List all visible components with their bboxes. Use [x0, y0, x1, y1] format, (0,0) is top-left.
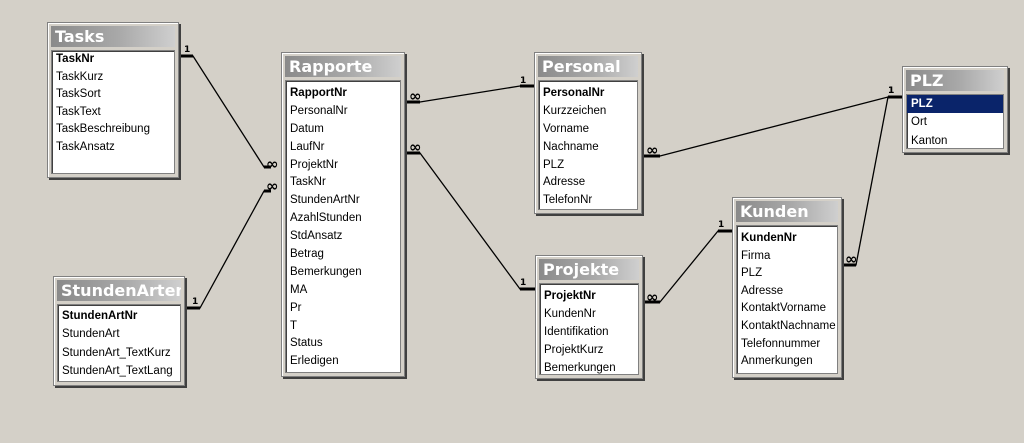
table-title[interactable]: Tasks [51, 26, 175, 47]
field-item[interactable]: PLZ [907, 95, 1003, 114]
table-title[interactable]: StundenArten [57, 280, 181, 301]
cardinality-one-label: 1 [184, 45, 190, 55]
cardinality-one-label: 1 [718, 220, 724, 230]
field-item[interactable]: KontaktNachname [741, 319, 836, 332]
field-item[interactable]: KundenNr [741, 232, 797, 244]
field-item[interactable]: TaskNr [290, 176, 326, 189]
field-item[interactable]: Adresse [741, 284, 784, 297]
field-item[interactable]: PersonalNr [543, 87, 605, 99]
field-item[interactable]: Kanton [911, 134, 948, 147]
cardinality-one-label: 1 [192, 297, 198, 307]
field-item[interactable]: Telefonnummer [741, 337, 821, 350]
field-item[interactable]: StdAnsatz [290, 230, 343, 243]
field-item[interactable]: Betrag [290, 248, 324, 261]
field-item[interactable]: Identifikation [544, 325, 609, 338]
table-title[interactable]: Rapporte [285, 56, 401, 77]
cardinality-many-label: ∞ [266, 177, 279, 195]
field-item[interactable]: TaskAnsatz [56, 140, 115, 153]
field-item[interactable]: Firma [741, 249, 771, 262]
field-item[interactable]: AzahlStunden [290, 212, 362, 225]
relationship-line[interactable] [180, 55, 271, 168]
field-item[interactable]: RapportNr [290, 87, 347, 99]
cardinality-many-label: ∞ [409, 87, 422, 105]
field-item[interactable]: PersonalNr [290, 104, 348, 117]
cardinality-one-label: 1 [888, 86, 894, 96]
cardinality-many-label: ∞ [646, 288, 659, 306]
cardinality-many-label: ∞ [845, 250, 858, 268]
field-item[interactable]: TaskNr [56, 53, 95, 65]
field-item[interactable]: ProjektNr [290, 158, 338, 171]
relationship-line[interactable] [843, 96, 902, 266]
table-title[interactable]: PLZ [906, 70, 1004, 91]
field-item[interactable]: Datum [290, 122, 324, 135]
field-item[interactable]: StundenArtNr [290, 194, 360, 207]
field-item[interactable]: Status [290, 337, 323, 350]
relationship-line[interactable] [406, 152, 535, 290]
field-item[interactable]: PLZ [741, 267, 763, 280]
cardinality-one-label: 1 [520, 76, 526, 86]
field-item[interactable]: LaufNr [290, 140, 325, 153]
field-item[interactable]: Anmerkungen [741, 355, 813, 368]
field-item[interactable]: TelefonNr [543, 194, 593, 207]
table-title[interactable]: Kunden [736, 201, 838, 222]
relationship-line[interactable] [643, 96, 902, 157]
cardinality-many-label: ∞ [646, 141, 659, 159]
field-item[interactable]: StundenArt_TextLang [62, 364, 173, 377]
field-item[interactable]: Bemerkungen [290, 265, 362, 278]
field-item[interactable]: Nachname [543, 140, 599, 153]
field-item[interactable]: Kurzzeichen [543, 104, 607, 117]
field-item[interactable]: MA [290, 283, 308, 296]
field-item[interactable]: ProjektKurz [544, 343, 604, 356]
cardinality-one-label: 1 [520, 278, 526, 288]
table-title[interactable]: Projekte [539, 259, 639, 280]
field-item[interactable]: TaskBeschreibung [56, 123, 150, 136]
cardinality-one-label: 1 [888, 86, 894, 96]
field-item[interactable]: StundenArt [62, 328, 120, 341]
field-item[interactable]: Erledigen [290, 355, 339, 368]
field-item[interactable]: Adresse [543, 176, 586, 189]
field-item[interactable]: TaskKurz [56, 70, 104, 83]
field-item[interactable]: T [290, 319, 298, 332]
cardinality-many-label: ∞ [266, 155, 279, 173]
field-item[interactable]: TaskSort [56, 88, 101, 101]
field-item[interactable]: Bemerkungen [544, 361, 616, 374]
field-item[interactable]: ProjektNr [544, 290, 596, 302]
field-item[interactable]: TaskText [56, 105, 101, 118]
field-item[interactable]: StundenArt_TextKurz [62, 346, 171, 359]
table-title[interactable]: Personal [538, 56, 638, 77]
field-item[interactable]: Pr [290, 301, 302, 314]
field-item[interactable]: PLZ [543, 158, 565, 171]
relationship-line[interactable] [406, 85, 534, 103]
field-item[interactable]: StundenArtNr [62, 310, 138, 322]
field-item[interactable]: KontaktVorname [741, 302, 827, 315]
relationship-line[interactable] [186, 190, 271, 309]
field-item[interactable]: Vorname [543, 122, 590, 135]
field-item[interactable]: Ort [911, 116, 927, 129]
field-item[interactable]: KundenNr [544, 307, 596, 320]
cardinality-many-label: ∞ [409, 138, 422, 156]
